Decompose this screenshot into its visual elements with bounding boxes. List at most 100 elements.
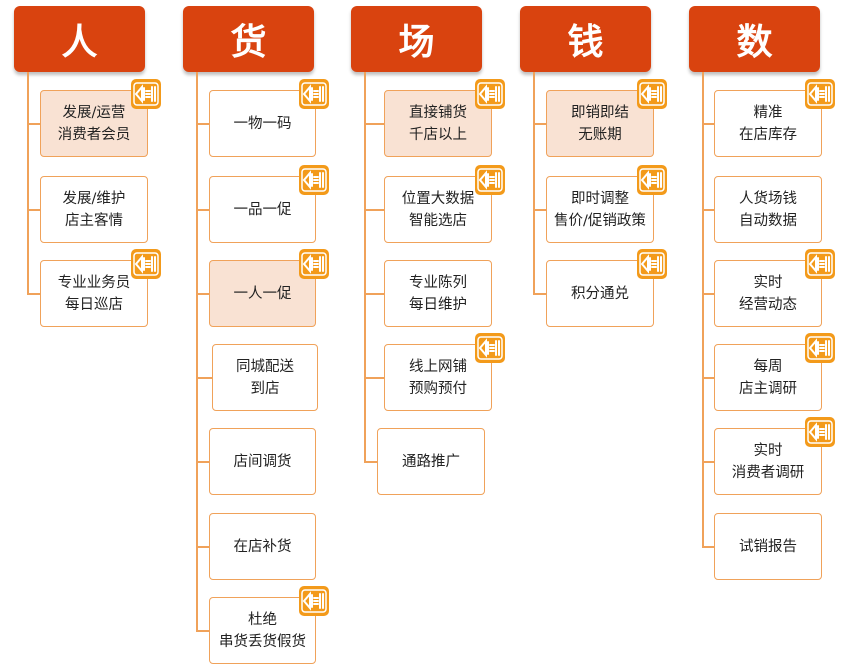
shop-logo-icon [475,79,505,109]
connector-line [702,72,704,547]
feature-label: 位置大数据 [401,190,475,207]
connector-line [364,72,366,462]
feature-label: 杜绝 [248,611,277,628]
connector-line [533,72,535,294]
shop-logo-icon [299,249,329,279]
feature-label: 即销即结 [571,104,629,121]
feature-box: 人货场钱自动数据 [714,176,822,243]
feature-label: 到店 [250,380,280,397]
feature-box: 发展/维护店主客情 [40,176,148,243]
connector-branch [702,122,714,125]
column-header: 数 [689,6,820,72]
shop-logo-icon [299,79,329,109]
feature-box: 一人一促 [209,260,316,327]
feature-label: 千店以上 [409,126,467,143]
feature-box: 即销即结无账期 [546,90,654,157]
connector-branch [364,122,384,125]
shop-logo-icon [131,79,161,109]
feature-label: 店间调货 [233,453,292,470]
feature-box: 通路推广 [377,428,485,495]
column-header: 人 [14,6,145,72]
feature-label: 积分通兑 [571,285,629,302]
feature-label: 串货丢货假货 [219,633,306,650]
feature-box: 发展/运营消费者会员 [40,90,148,157]
feature-label: 一人一促 [233,285,292,302]
shop-logo-icon [805,417,835,447]
feature-label: 试销报告 [739,538,797,555]
feature-label: 经营动态 [739,296,797,313]
feature-label: 实时 [753,442,783,459]
feature-label: 每周 [753,358,783,375]
feature-label: 实时 [753,274,783,291]
feature-label: 通路推广 [402,453,460,470]
column-title: 钱 [567,22,604,63]
feature-label: 店主调研 [739,380,797,397]
connector-branch [533,208,546,211]
connector-branch [533,122,546,125]
feature-label: 发展/运营 [62,104,126,121]
connector-branch [196,460,209,463]
connector-branch [196,376,212,379]
feature-label: 消费者会员 [57,126,131,143]
feature-label: 在店库存 [739,126,797,143]
feature-box: 积分通兑 [546,260,654,327]
shop-logo-icon [637,165,667,195]
feature-box: 直接铺货千店以上 [384,90,492,157]
feature-label: 消费者调研 [731,464,805,481]
connector-branch [27,292,40,295]
feature-box: 试销报告 [714,513,822,580]
feature-box: 专业陈列每日维护 [384,260,492,327]
feature-box: 实时消费者调研 [714,428,822,495]
connector-branch [702,208,714,211]
feature-label: 发展/维护 [62,190,126,207]
feature-label: 店主客情 [65,212,123,229]
connector-branch [364,376,384,379]
column-title: 场 [398,22,435,63]
shop-logo-icon [299,165,329,195]
column-header: 场 [351,6,482,72]
feature-label: 每日巡店 [65,296,123,313]
shop-logo-icon [475,333,505,363]
connector-branch [27,208,40,211]
feature-label: 精准 [753,104,783,121]
connector-branch [364,460,377,463]
feature-box: 实时经营动态 [714,260,822,327]
feature-box: 在店补货 [209,513,316,580]
connector-branch [196,545,209,548]
connector-line [27,72,29,294]
connector-branch [702,545,714,548]
connector-branch [364,208,384,211]
connector-branch [364,292,384,295]
shop-logo-icon [299,586,329,616]
shop-logo-icon [475,165,505,195]
column-title: 数 [736,22,773,63]
connector-branch [196,629,209,632]
feature-label: 智能选店 [409,212,467,229]
feature-label: 每日维护 [409,296,467,313]
feature-box: 一物一码 [209,90,316,157]
feature-label: 在店补货 [233,538,292,555]
feature-label: 售价/促销政策 [554,212,646,229]
connector-branch [196,208,209,211]
feature-label: 预购预付 [409,380,467,397]
feature-label: 专业陈列 [409,274,467,291]
feature-box: 同城配送到店 [212,344,318,411]
feature-label: 直接铺货 [409,104,467,121]
feature-label: 人货场钱 [739,190,797,207]
connector-branch [27,122,40,125]
column-header: 货 [183,6,314,72]
shop-logo-icon [805,79,835,109]
feature-box: 每周店主调研 [714,344,822,411]
connector-branch [702,460,714,463]
feature-label: 自动数据 [739,212,797,229]
shop-logo-icon [805,333,835,363]
feature-box: 店间调货 [209,428,316,495]
shop-logo-icon [637,79,667,109]
connector-branch [196,292,209,295]
column-title: 人 [61,22,98,63]
feature-label: 无账期 [578,126,622,143]
feature-box: 线上网铺预购预付 [384,344,492,411]
feature-label: 专业业务员 [57,274,131,291]
connector-branch [533,292,546,295]
connector-branch [702,292,714,295]
